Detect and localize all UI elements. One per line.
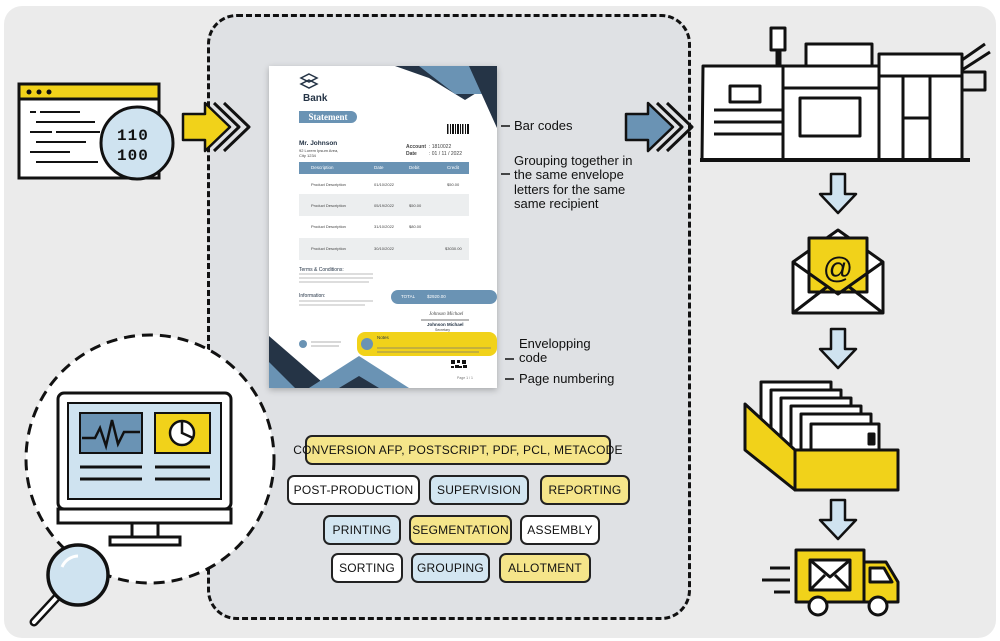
statement-banner [299, 111, 357, 123]
row-debit: $80.00 [409, 224, 422, 229]
row-description: Product Description [311, 246, 346, 251]
service-assembly: ASSEMBLY [520, 515, 600, 545]
binary-line-1: 110 [117, 127, 149, 145]
service-printing: PRINTING [323, 515, 401, 545]
annotation-bar-codes: Bar codes [514, 118, 573, 133]
arrow-icon [818, 172, 858, 541]
delivery-truck-icon [762, 548, 900, 617]
service-segmentation: SEGMENTATION [409, 515, 512, 545]
service-allotment: ALLOTMENT [499, 553, 591, 583]
annotation-envelopping-1: Envelopping [519, 336, 591, 351]
row-debit: $50.00 [409, 203, 422, 208]
notes-title: Notes [377, 335, 389, 340]
service-reporting: REPORTING [540, 475, 630, 505]
row-date: 30/10/2022 [374, 246, 395, 251]
annotation-grouping-3: letters for the same [514, 182, 626, 197]
binary-icon [99, 105, 175, 181]
page-number: Page 1 / 1 [457, 376, 473, 380]
row-date: 05/19/2022 [374, 203, 395, 208]
service-post-production: POST-PRODUCTION [287, 475, 420, 505]
service-sorting: SORTING [331, 553, 403, 583]
signer-name: Johnson Michael [427, 322, 464, 327]
row-description: Product Description [311, 182, 346, 187]
annotation-grouping-4: same recipient [514, 196, 599, 211]
account-value: : 1810022 [429, 144, 452, 150]
printer-press-icon [700, 26, 991, 162]
row-credit: $3030.00 [445, 246, 462, 251]
date-label: Date [406, 151, 417, 157]
binary-line-2: 100 [117, 147, 149, 165]
document-decoration [269, 66, 497, 388]
statement-title: Statement [308, 112, 348, 122]
service-grouping: GROUPING [411, 553, 490, 583]
customer-name: Mr. Johnson [299, 140, 338, 147]
arrow-icon [624, 101, 694, 153]
arrow-icon [181, 101, 251, 153]
row-description: Product Description [311, 224, 346, 229]
service-conversion: CONVERSION AFP, POSTSCRIPT, PDF, PCL, ME… [293, 435, 623, 465]
service-supervision: SUPERVISION [429, 475, 529, 505]
annotation-grouping-1: Grouping together in [514, 153, 633, 168]
column-header: Debit [409, 165, 420, 170]
monitor-dashboard-icon [24, 333, 276, 585]
file-tray-icon [743, 380, 900, 492]
customer-address-2: City 1234 [299, 153, 316, 158]
date-value: : 01 / 11 / 2022 [429, 151, 462, 157]
customer-address-1: 92 Lorem Ipsum Area, [299, 148, 339, 153]
annotation-grouping-2: the same envelope [514, 167, 624, 182]
terms-title: Terms & Conditions: [299, 267, 344, 273]
total-value: $2920.00 [427, 294, 446, 299]
annotation-page-numbering: Page numbering [519, 371, 615, 386]
brand-name: Bank [303, 93, 328, 104]
envelope-at-icon: @ [791, 228, 885, 315]
signer-role: Secretary [435, 328, 450, 332]
signature: Johnson Michael [429, 312, 464, 317]
row-credit: $50.00 [447, 182, 460, 187]
svg-text:@: @ [823, 252, 853, 285]
column-header: Date [374, 165, 384, 170]
account-label: Account [406, 144, 426, 150]
column-header: Description [311, 165, 334, 170]
row-description: Product Description [311, 203, 346, 208]
row-date: 31/10/2022 [374, 224, 395, 229]
column-header: Credit [447, 165, 460, 170]
magnifier-icon [29, 543, 110, 627]
annotation-envelopping-2: code [519, 350, 548, 365]
info-title: Information: [299, 293, 326, 299]
total-label: TOTAL [401, 294, 416, 299]
bank-statement-document: Bank Statement Mr. Johnson 92 Lorem Ipsu… [269, 66, 497, 388]
row-date: 01/10/2022 [374, 182, 395, 187]
